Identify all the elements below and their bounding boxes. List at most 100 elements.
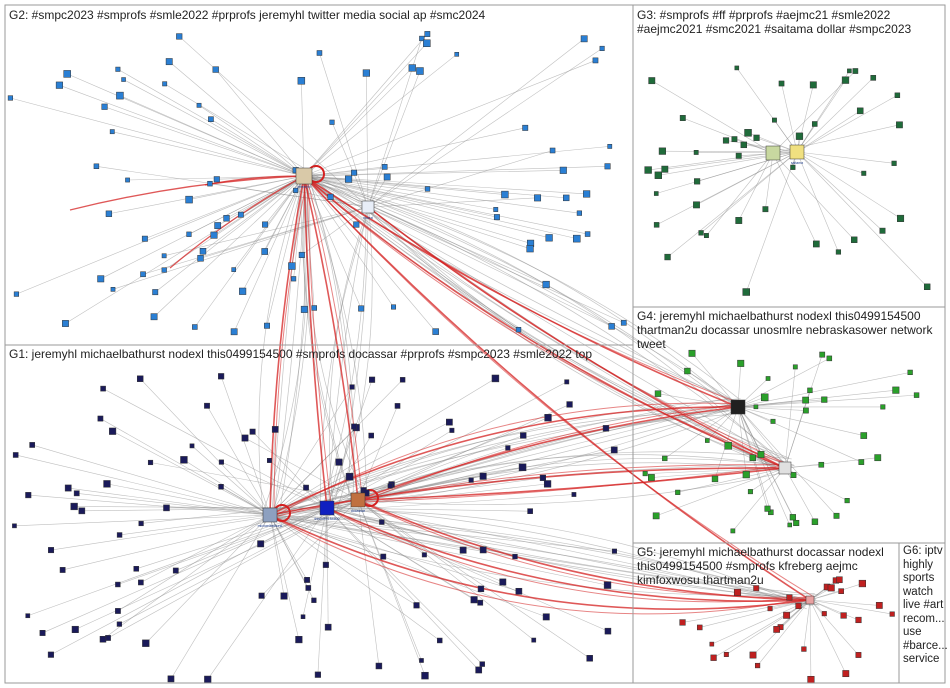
edge [303, 54, 457, 177]
node [101, 103, 108, 110]
edge [796, 151, 901, 219]
node [322, 561, 329, 568]
node [358, 305, 365, 312]
red-edge [204, 175, 305, 186]
node [257, 540, 265, 548]
edge [170, 514, 271, 680]
node [515, 587, 523, 595]
cross-edge [279, 172, 308, 509]
node [826, 355, 833, 362]
node [419, 35, 425, 42]
node [679, 115, 686, 121]
node [115, 66, 121, 72]
node [855, 652, 862, 658]
cross-edge [370, 205, 787, 465]
node [658, 147, 666, 155]
edge [737, 406, 747, 475]
edge [269, 514, 608, 586]
node [64, 484, 72, 492]
edge [326, 507, 484, 551]
edge [269, 514, 285, 597]
node [344, 175, 353, 183]
node [210, 231, 218, 239]
hub-node [350, 492, 366, 508]
node [583, 190, 591, 198]
edge [357, 499, 422, 661]
node-label: jeremyhl [296, 185, 310, 189]
node [520, 432, 527, 439]
node [654, 171, 662, 179]
node [723, 651, 729, 657]
red-edge [306, 177, 743, 405]
node [300, 305, 308, 313]
edge [220, 376, 271, 516]
edge [303, 175, 588, 235]
node [105, 210, 113, 217]
node [12, 452, 19, 458]
edge [781, 83, 798, 153]
edge [303, 175, 612, 327]
node [688, 349, 696, 357]
node [851, 236, 858, 243]
edge [331, 122, 369, 208]
node [324, 623, 332, 631]
cross-edge [268, 515, 817, 603]
edge [119, 514, 271, 536]
node [654, 390, 662, 397]
cross-edge [324, 510, 819, 596]
edge [269, 386, 353, 516]
cross-edge [307, 177, 740, 411]
edge [155, 175, 305, 293]
edge [269, 514, 384, 557]
node [880, 404, 886, 410]
edge [191, 445, 271, 516]
node [544, 414, 552, 422]
node [100, 385, 106, 392]
edge [206, 405, 271, 516]
node [207, 180, 213, 187]
red-edge [303, 175, 811, 601]
node [387, 483, 393, 489]
edge [687, 370, 739, 408]
node [855, 616, 862, 624]
node [261, 248, 269, 255]
node [744, 129, 752, 137]
edge [796, 95, 898, 153]
node [470, 596, 478, 604]
edge [175, 507, 328, 571]
edge [102, 514, 271, 640]
edge [796, 151, 895, 164]
node [773, 626, 780, 633]
node [196, 102, 202, 108]
node [684, 367, 691, 375]
node [241, 434, 249, 442]
cross-edge [273, 177, 311, 511]
node [563, 194, 570, 202]
edge [14, 514, 271, 527]
edge [269, 460, 328, 509]
edge [153, 175, 305, 317]
node [475, 666, 483, 674]
node [704, 438, 710, 443]
edge [765, 152, 774, 210]
node-label: michaelbathurst [258, 524, 283, 528]
node [375, 662, 383, 670]
node [735, 152, 742, 159]
edge [303, 175, 496, 210]
node [675, 489, 681, 495]
edge [102, 388, 328, 509]
node [642, 471, 648, 477]
edge [50, 507, 328, 655]
edge [169, 61, 305, 177]
node [860, 432, 868, 439]
node [115, 608, 121, 614]
node [827, 584, 835, 592]
node [765, 376, 771, 381]
node [892, 386, 900, 394]
node [479, 661, 485, 667]
node [694, 178, 701, 185]
node [801, 646, 807, 652]
edge [367, 48, 603, 208]
node [399, 377, 406, 383]
edge [796, 151, 883, 231]
